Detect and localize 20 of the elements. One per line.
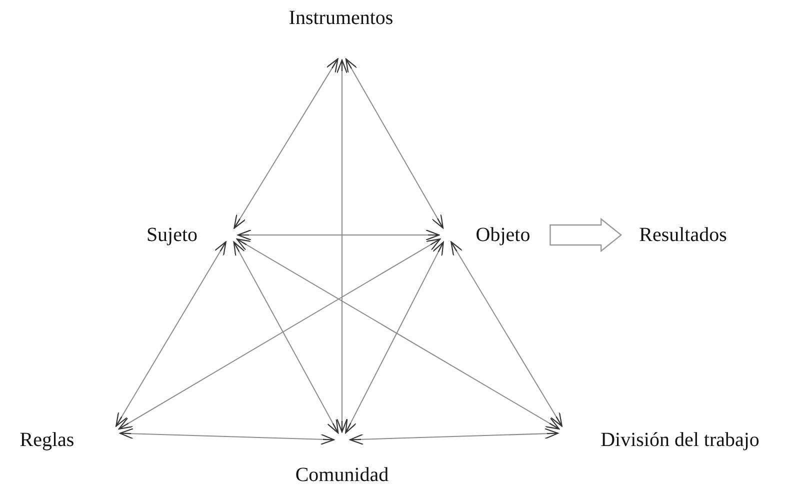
- node-label: Objeto: [476, 225, 530, 245]
- arrow: [236, 238, 560, 430]
- node-label: Comunidad: [295, 465, 389, 485]
- arrow: [345, 58, 444, 229]
- arrow: [233, 241, 339, 434]
- arrow: [450, 241, 562, 427]
- arrow: [119, 428, 335, 445]
- arrow: [234, 58, 338, 229]
- arrow: [336, 59, 348, 433]
- node-label: Instrumentos: [288, 8, 394, 28]
- node-label: Resultados: [639, 225, 727, 245]
- arrow: [118, 238, 441, 430]
- node-label: División del trabajo: [600, 430, 760, 450]
- node-label: Reglas: [20, 430, 74, 450]
- arrow: [345, 242, 444, 434]
- block-arrow: [550, 218, 622, 252]
- node-label: Sujeto: [146, 225, 198, 245]
- arrow: [116, 241, 226, 427]
- arrow: [237, 229, 440, 241]
- arrow: [349, 428, 559, 445]
